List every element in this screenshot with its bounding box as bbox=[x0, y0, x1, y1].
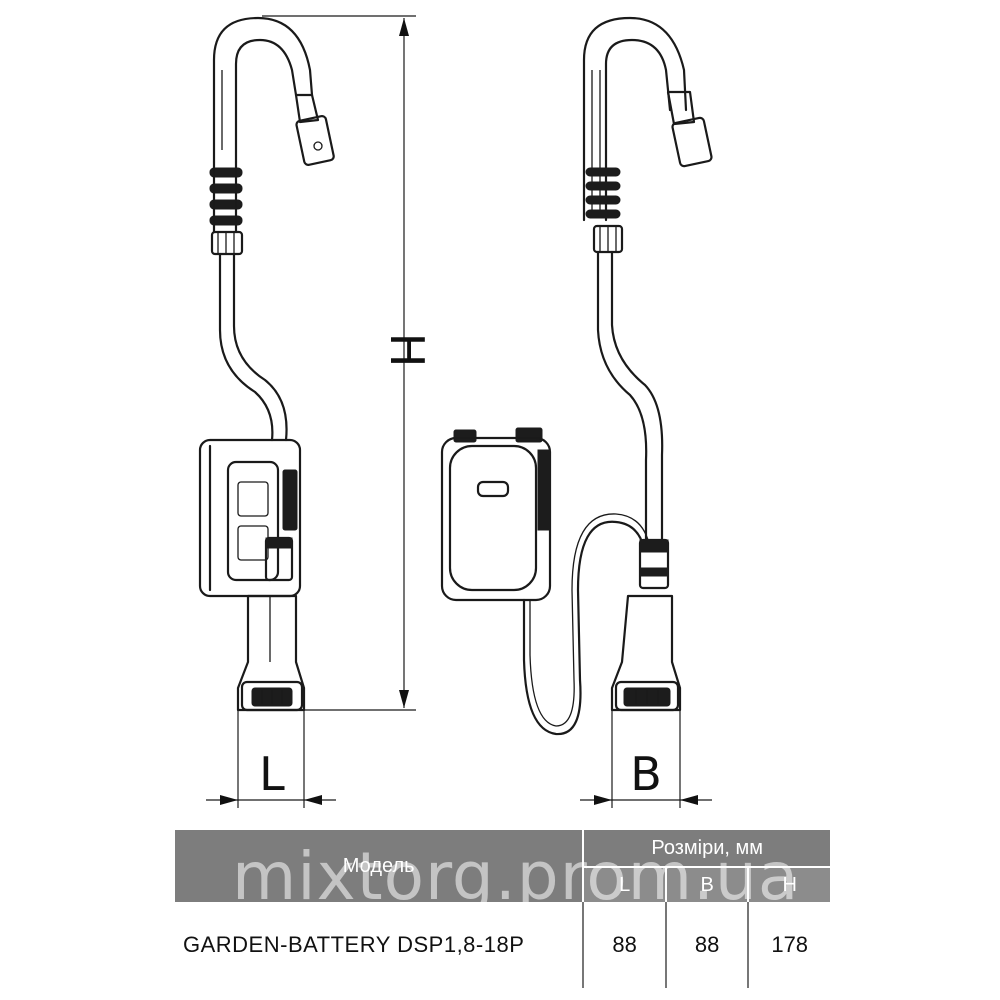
grip-ribs-front bbox=[585, 167, 621, 219]
table-row: GARDEN-BATTERY DSP1,8-18P 88 88 178 bbox=[175, 902, 830, 988]
l-column-header: L bbox=[582, 866, 666, 902]
l-value-cell: 88 bbox=[582, 902, 666, 988]
l-dimension-label: L bbox=[259, 747, 285, 801]
h-value-cell: 178 bbox=[747, 902, 830, 988]
b-value-cell: 88 bbox=[664, 902, 749, 988]
front-view-pump bbox=[440, 16, 713, 736]
model-column-header: Модель bbox=[175, 830, 584, 902]
h-column-header: H bbox=[747, 866, 830, 902]
model-name-cell: GARDEN-BATTERY DSP1,8-18P bbox=[175, 902, 585, 988]
sizes-column-header: Розміри, мм bbox=[582, 830, 830, 867]
b-column-header: B bbox=[664, 866, 749, 902]
dimensions-table: Модель Розміри, мм L B H GARDEN-BATTERY … bbox=[175, 830, 830, 988]
side-view-pump bbox=[198, 16, 335, 712]
dimension-b: B bbox=[580, 710, 712, 808]
dimension-h: H bbox=[262, 15, 434, 711]
grip-ribs bbox=[209, 167, 243, 226]
h-dimension-label: H bbox=[380, 333, 434, 368]
dimension-l: L bbox=[206, 710, 336, 808]
b-dimension-label: B bbox=[630, 747, 662, 801]
